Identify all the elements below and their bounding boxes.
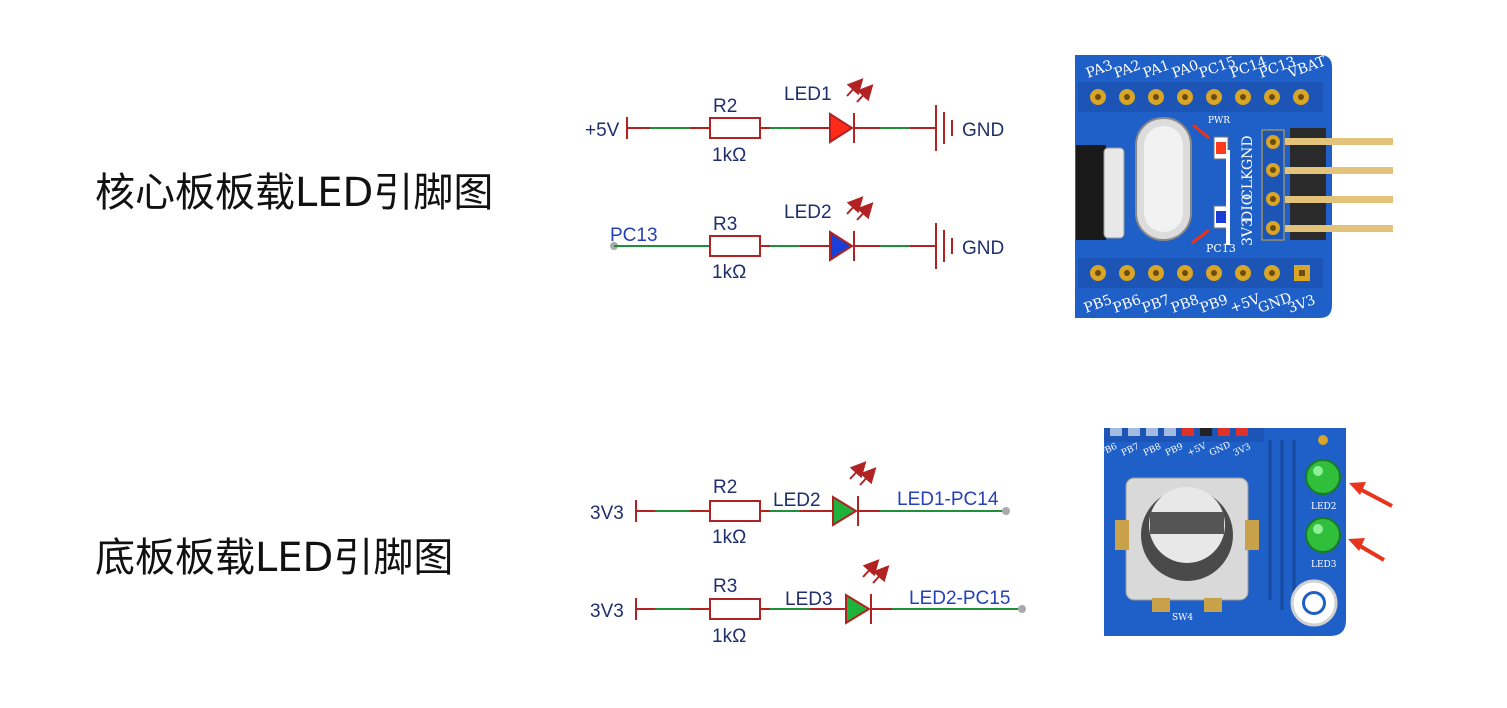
resistor-symbol	[709, 500, 761, 522]
pc13-label: PC13	[1206, 242, 1236, 255]
led-label: LED2	[784, 202, 832, 223]
net-port	[1002, 507, 1010, 515]
net-label: LED1-PC14	[897, 489, 999, 510]
switch-label: SW4	[1172, 613, 1193, 623]
swd-label: CLK	[1240, 169, 1256, 200]
led-label: LED3	[785, 589, 833, 610]
schematic-core-led2: PC13 R3 1kΩ LED2 GND	[610, 196, 1004, 283]
schematic-base-led2: 3V3 R2 1kΩ LED2 LED1-PC14	[590, 461, 1010, 548]
net-label: LED2-PC15	[909, 588, 1010, 609]
source-label: 3V3	[590, 601, 624, 622]
led-symbol	[829, 230, 854, 262]
schematic-core-led1: +5V R2 1kΩ LED1 GND	[585, 78, 1004, 166]
base-board-title: 底板板载LED引脚图	[95, 535, 454, 581]
resistor-label: R2	[713, 96, 737, 117]
led-label: LED1	[784, 84, 832, 105]
base-board-image: PB6 PB7 PB8 PB9 +5V GND 3V3 SW4 LED2 LED…	[1098, 428, 1346, 636]
crystal-small	[1103, 147, 1125, 239]
resistor-symbol	[709, 598, 761, 620]
resistor-label: R3	[713, 214, 737, 235]
resistor-value: 1kΩ	[712, 626, 746, 647]
led-symbol	[845, 593, 871, 625]
ground-label: GND	[962, 238, 1004, 259]
core-board-image: PA3 PA2 PA1 PA0 PC15 PC14 PC13 VBAT PWR …	[1075, 53, 1393, 318]
source-label: PC13	[610, 225, 658, 246]
resistor-value: 1kΩ	[712, 262, 746, 283]
resistor-symbol	[709, 235, 761, 257]
pwr-led	[1216, 142, 1226, 154]
source-label: +5V	[585, 120, 620, 141]
source-label: 3V3	[590, 503, 624, 524]
top-header-pins	[1090, 89, 1309, 105]
bottom-header-pins	[1090, 265, 1310, 281]
net-port	[1018, 605, 1026, 613]
resistor-label: R3	[713, 576, 737, 597]
swd-header	[1261, 128, 1393, 241]
pwr-label: PWR	[1208, 116, 1230, 126]
mcu-chip	[1076, 145, 1106, 240]
pointer-arrow	[1192, 123, 1210, 140]
resistor-symbol	[709, 117, 761, 139]
green-led-3	[1305, 517, 1341, 553]
green-led-2	[1305, 459, 1341, 495]
resistor-value: 1kΩ	[712, 527, 746, 548]
pointer-arrow	[1191, 228, 1210, 245]
pc13-led	[1216, 211, 1226, 223]
swd-label: 3V3	[1240, 218, 1256, 246]
led-symbol	[829, 112, 854, 144]
led-label: LED2	[773, 490, 821, 511]
schematic-base-led3: 3V3 R3 1kΩ LED3 LED2-PC15	[590, 559, 1026, 647]
led-silk-label: LED2	[1311, 502, 1337, 512]
core-board-title: 核心板板载LED引脚图	[95, 170, 494, 216]
resistor-value: 1kΩ	[712, 145, 746, 166]
led-symbol	[832, 495, 858, 527]
rotary-encoder	[1115, 477, 1259, 612]
led-silk-label: LED3	[1311, 560, 1337, 570]
ground-label: GND	[962, 120, 1004, 141]
swd-label: DIO	[1240, 194, 1256, 222]
resistor-label: R2	[713, 477, 737, 498]
swd-label: GND	[1240, 135, 1256, 170]
